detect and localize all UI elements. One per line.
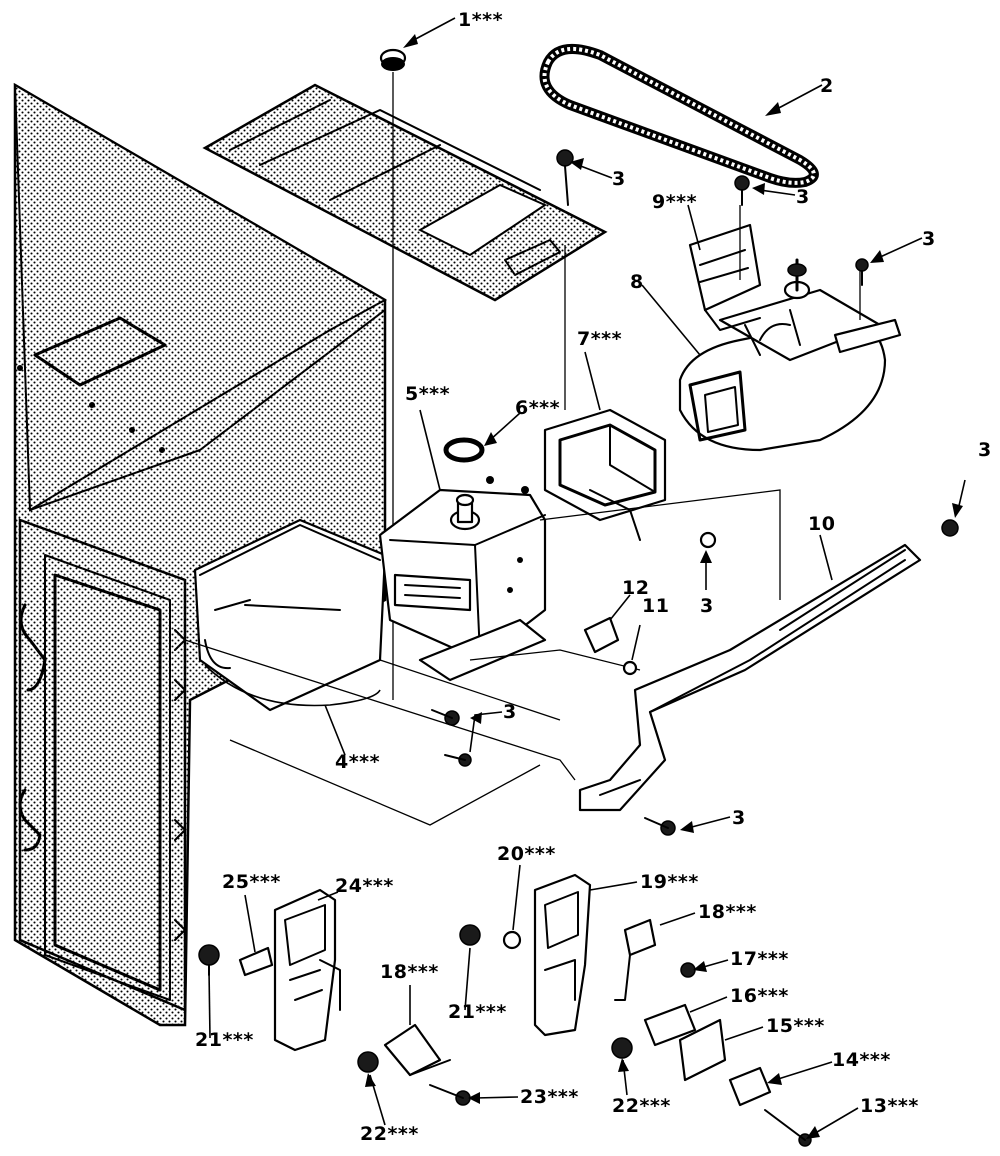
callout-19: 19*** xyxy=(640,871,699,893)
part-7-bracket xyxy=(543,408,667,541)
callout-4: 4*** xyxy=(335,751,380,773)
part-18a-switch xyxy=(383,1023,451,1077)
callout-15: 15*** xyxy=(766,1015,825,1037)
part-20-clip xyxy=(502,930,522,950)
part-22b-nut xyxy=(611,1037,633,1059)
callout-6: 6*** xyxy=(515,397,560,419)
callout-23: 23*** xyxy=(520,1086,579,1108)
part-15-lever xyxy=(678,1018,727,1082)
callout-18: 18*** xyxy=(698,901,757,923)
part-13-screw xyxy=(764,1109,812,1147)
callout-1: 1*** xyxy=(458,9,503,31)
part-16-actuator xyxy=(643,1003,697,1047)
callout-20: 20*** xyxy=(497,843,556,865)
callout-3: 3 xyxy=(612,168,626,190)
callout-16: 16*** xyxy=(730,985,789,1007)
callout-3: 3 xyxy=(700,595,714,617)
callout-3: 3 xyxy=(922,228,936,250)
callout-8: 8 xyxy=(630,271,644,293)
part-9-motor-bracket xyxy=(688,223,762,331)
wiring-harness xyxy=(184,205,861,826)
callout-10: 10 xyxy=(808,513,835,535)
part-19-switch-bracket xyxy=(533,873,592,1037)
part-10-rail xyxy=(578,543,922,812)
part-25-spring xyxy=(238,946,274,977)
callout-3: 3 xyxy=(978,439,992,461)
part-12-clip xyxy=(583,616,620,654)
callout-14: 14*** xyxy=(832,1049,891,1071)
callout-9: 9*** xyxy=(652,191,697,213)
part-8-fan-motor xyxy=(678,258,902,452)
callout-11: 11 xyxy=(642,595,669,617)
callout-21: 21*** xyxy=(195,1029,254,1051)
part-3-screws xyxy=(431,149,959,836)
part-21b-nut xyxy=(459,924,481,946)
part-11-screw xyxy=(622,660,638,676)
callout-labels: 1*** 2 3 3 3 3 3 3 3 4*** 5*** 6*** 7***… xyxy=(195,9,992,1145)
callout-22: 22*** xyxy=(612,1095,671,1117)
part-23-screw xyxy=(429,1084,471,1106)
callout-3: 3 xyxy=(796,186,810,208)
callout-22: 22*** xyxy=(360,1123,419,1145)
oven-cabinet xyxy=(13,82,388,1027)
part-14-switch xyxy=(728,1066,772,1107)
part-2-belt xyxy=(539,43,819,188)
top-cover-plate xyxy=(202,83,608,302)
callout-25: 25*** xyxy=(222,871,281,893)
part-22a-nut xyxy=(357,1051,379,1073)
callout-24: 24*** xyxy=(335,875,394,897)
callout-3: 3 xyxy=(503,701,517,723)
callout-17: 17*** xyxy=(730,948,789,970)
part-18b-switch xyxy=(614,918,657,1001)
callout-18: 18*** xyxy=(380,961,439,983)
part-24-switch-bracket xyxy=(273,888,341,1052)
part-17-screw xyxy=(680,962,696,978)
leader-lines xyxy=(208,17,966,1139)
callout-2: 2 xyxy=(820,75,834,97)
callout-7: 7*** xyxy=(577,328,622,350)
callout-5: 5*** xyxy=(405,383,450,405)
callout-12: 12 xyxy=(622,577,649,599)
callout-13: 13*** xyxy=(860,1095,919,1117)
part-5-magnetron xyxy=(378,476,547,682)
part-6-gasket xyxy=(443,437,485,463)
callout-21: 21*** xyxy=(448,1001,507,1023)
callout-3: 3 xyxy=(732,807,746,829)
